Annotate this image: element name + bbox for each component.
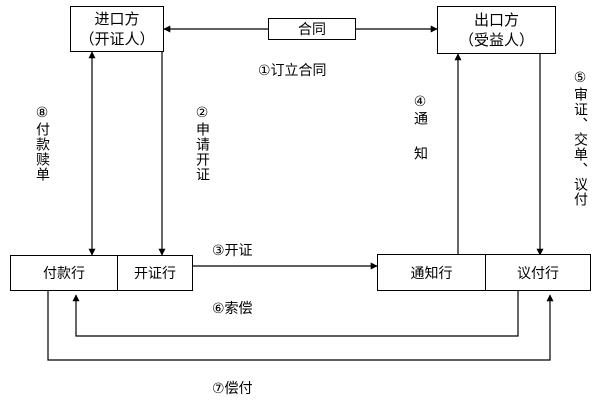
step-7-label: ⑦偿付 bbox=[212, 381, 253, 397]
exporter-node: 出口方 （受益人） bbox=[437, 6, 556, 54]
importer-node: 进口方 （开证人） bbox=[70, 6, 164, 52]
step-4-label: ④通 bbox=[412, 94, 428, 126]
contract-label: 合同 bbox=[298, 22, 326, 38]
step-1-label: ①订立合同 bbox=[258, 63, 327, 79]
step-6-label: ⑥索偿 bbox=[212, 301, 253, 317]
paying-bank-box: 付款行 bbox=[10, 255, 118, 291]
issuing-bank-label: 开证行 bbox=[134, 266, 176, 282]
step-2-label: ②申请开证 bbox=[194, 105, 210, 182]
advising-bank-label: 通知行 bbox=[410, 265, 453, 282]
step-4-label-b: 知 bbox=[412, 146, 428, 161]
negotiating-bank-label: 议付行 bbox=[517, 265, 559, 282]
negotiating-bank-box: 议付行 bbox=[485, 254, 591, 291]
arrow-step-7 bbox=[47, 291, 554, 361]
step-8-label: ⑧付款赎单 bbox=[34, 105, 50, 182]
importer-role: （开证人） bbox=[79, 30, 155, 48]
paying-bank-label: 付款行 bbox=[43, 266, 85, 282]
exporter-role: （受益人） bbox=[458, 31, 534, 49]
arrow-step-6 bbox=[72, 291, 519, 337]
contract-box: 合同 bbox=[268, 18, 356, 40]
step-5-label: ⑤审证、交单、议付 bbox=[572, 70, 588, 207]
issuing-bank-box: 开证行 bbox=[117, 255, 193, 291]
exporter-name: 出口方 bbox=[473, 11, 519, 29]
advising-bank-box: 通知行 bbox=[377, 254, 486, 291]
step-3-label: ③开证 bbox=[212, 243, 253, 259]
importer-name: 进口方 bbox=[94, 10, 140, 28]
